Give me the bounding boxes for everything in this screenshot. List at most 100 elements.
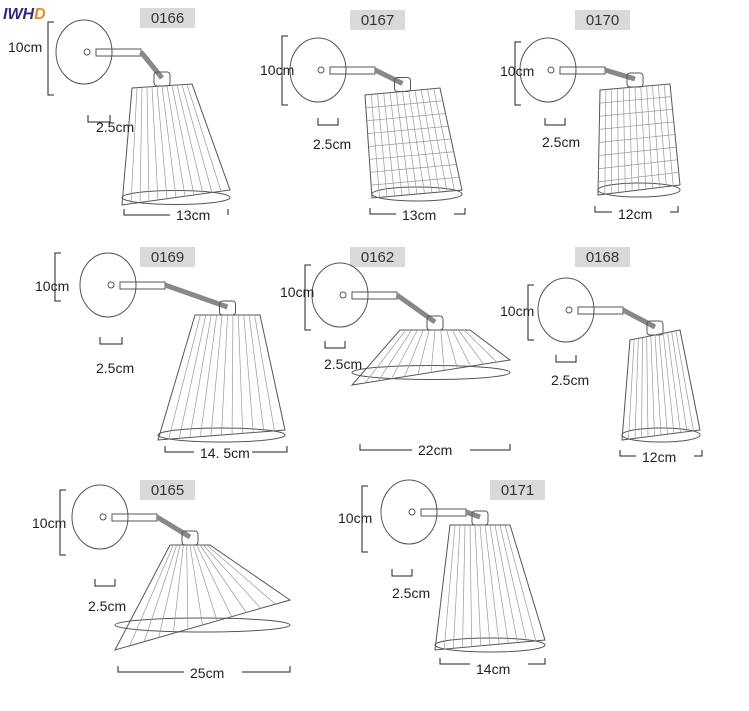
shade-pattern-line [181,84,213,193]
shade-pattern-line [462,524,466,648]
lamp-shade [114,544,292,651]
shade-pattern-line [404,329,424,377]
height-label: 10cm [500,303,534,319]
screw [99,513,107,521]
width-label: 12cm [618,206,652,222]
shade-rim [121,190,231,205]
swivel-joint [395,292,437,325]
width-bracket [439,658,546,665]
product-code-badge [350,247,405,267]
shade-rim [371,186,463,202]
height-label: 10cm [500,63,534,79]
width-label: 22cm [418,442,452,458]
screw [547,66,555,74]
arm [111,513,158,522]
shade-pattern-line [628,339,635,440]
shade-pattern-line [675,330,694,431]
shade-pattern-line [443,524,456,650]
depth-label: 2.5cm [96,360,134,376]
shade-pattern-line [367,125,449,134]
shade-pattern-line [143,544,177,642]
height-bracket [59,489,66,556]
shade-pattern-line [641,337,643,438]
shade-pattern-line [158,544,181,638]
shade-pattern-line [452,329,471,367]
shade-pattern-line [370,164,457,173]
depth-label: 2.5cm [551,372,589,388]
shade-pattern-line [494,524,518,643]
product-code-badge [140,247,195,267]
width-bracket [594,206,679,213]
height-bracket [527,284,534,341]
width-bracket [164,446,288,453]
shade-pattern-line [210,314,223,436]
product-code-label: 0168 [586,249,619,266]
product-code-badge [350,10,405,30]
width-label: 13cm [176,207,210,223]
arm [329,66,376,75]
shade-pattern-line [203,544,262,609]
shade-pattern-line [391,329,418,379]
depth-bracket [87,115,111,123]
height-label: 10cm [35,278,69,294]
product-code-label: 0166 [151,10,184,27]
height-label: 10cm [8,39,42,55]
shade-pattern-line [221,314,228,436]
depth-bracket [391,569,413,577]
shade-pattern-line [166,85,186,197]
arm [95,48,142,57]
shade-pattern-line [654,334,662,436]
width-label: 25cm [190,665,224,681]
height-bracket [47,21,54,96]
height-bracket [281,35,288,106]
depth-label: 2.5cm [542,134,580,150]
backplate [79,252,137,318]
arm [420,508,467,517]
width-bracket [359,444,511,451]
arm [577,306,624,315]
shade-pattern-line [365,100,443,109]
height-bracket [514,41,521,106]
height-label: 10cm [32,515,66,531]
depth-bracket [544,118,566,126]
product-code-label: 0162 [361,249,394,266]
shade-pattern-line [474,524,482,646]
product-0171: 0171 10cm 2.5cm 14cm [338,479,546,677]
screw [83,48,91,56]
shade-pattern-line [243,314,254,433]
depth-bracket [317,118,339,126]
arm [351,291,398,300]
shade-pattern-line [237,314,244,434]
shade-pattern-line [650,335,655,436]
backplate [537,277,595,343]
width-label: 14cm [476,661,510,677]
shade-pattern-line [254,314,275,431]
height-bracket [54,252,61,302]
screw [565,306,573,314]
shade-pattern-line [463,329,498,363]
swivel-joint [155,514,192,540]
product-code-label: 0171 [501,482,534,499]
backplate [311,262,369,328]
depth-label: 2.5cm [324,356,362,372]
backplate [289,37,347,103]
shade-pattern-line [504,524,537,641]
product-code-badge [140,480,195,500]
swivel-joint [373,67,404,86]
shade-pattern-line [196,544,232,617]
height-bracket [361,485,368,553]
depth-label: 2.5cm [392,585,430,601]
shade-pattern-line [598,146,677,156]
depth-bracket [555,355,577,363]
shade-pattern-line [662,333,675,434]
shade-pattern-line [206,544,276,605]
shade-pattern-line [146,86,150,202]
shade-pattern-line [671,331,688,432]
backplate [71,484,129,550]
shade-pattern-line [598,134,676,143]
logo-text: IWHD [3,6,46,23]
height-label: 10cm [338,510,372,526]
shade-pattern-line [192,544,218,621]
lamp-shade [350,329,512,386]
